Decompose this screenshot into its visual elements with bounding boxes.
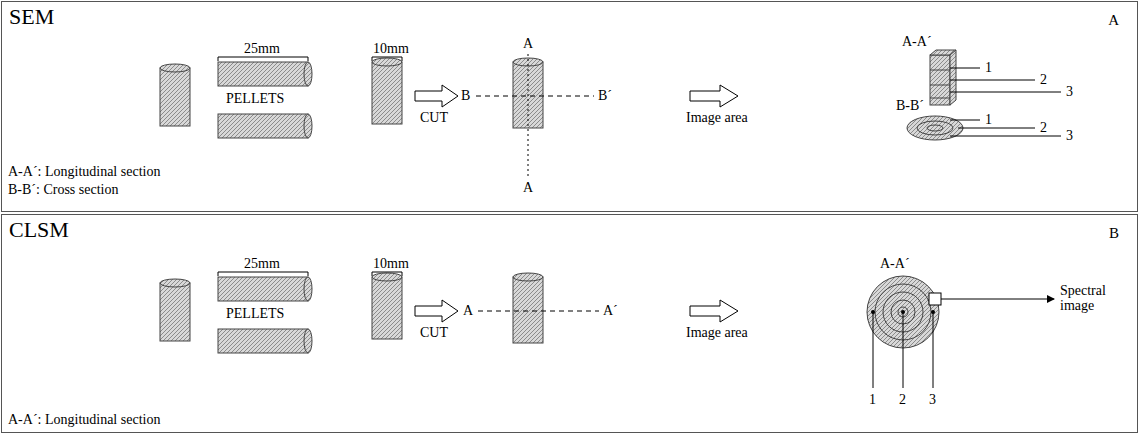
step-label: Image area — [686, 110, 748, 125]
sample-label: PELLETS — [226, 306, 284, 321]
section-mark: B — [461, 88, 470, 103]
sample-label: PELLETS — [226, 91, 284, 106]
callout-number: 1 — [985, 112, 992, 127]
panel-letter: B — [1109, 225, 1119, 242]
callout-number: 2 — [1040, 72, 1047, 87]
callout-number: 3 — [1066, 84, 1073, 99]
panel-letter: A — [1108, 12, 1119, 29]
panel-heading: CLSM — [9, 218, 69, 242]
panel-heading: SEM — [9, 5, 54, 29]
section-name: B-B´ — [896, 98, 924, 113]
callout-number: 1 — [869, 392, 876, 407]
panel-frame: CLSM B — [1, 214, 1138, 433]
callout-number: 2 — [899, 392, 906, 407]
section-mark: B´ — [598, 88, 612, 103]
callout-number: 3 — [929, 392, 936, 407]
dimension: 25mm — [244, 256, 280, 271]
step-label: CUT — [420, 325, 448, 340]
dimension: 10mm — [373, 256, 409, 271]
section-name: A-A´ — [880, 256, 910, 271]
section-mark: A´ — [603, 303, 618, 318]
panel-frame: SEM A — [1, 1, 1138, 212]
section-mark: A — [523, 180, 533, 195]
section-mark: A — [463, 303, 473, 318]
callout-number: 2 — [1040, 120, 1047, 135]
dimension: 10mm — [373, 41, 409, 56]
step-label: Image area — [686, 325, 748, 340]
callout-text: Spectral image — [1060, 283, 1122, 314]
callout-number: 1 — [985, 60, 992, 75]
legend-note: A-A´: Longitudinal section — [8, 164, 160, 179]
dimension: 25mm — [244, 41, 280, 56]
legend-note: A-A´: Longitudinal section — [8, 412, 160, 427]
section-name: A-A´ — [902, 34, 932, 49]
legend-note: B-B´: Cross section — [8, 182, 118, 197]
section-mark: A — [523, 36, 533, 51]
step-label: CUT — [420, 110, 448, 125]
callout-number: 3 — [1066, 128, 1073, 143]
